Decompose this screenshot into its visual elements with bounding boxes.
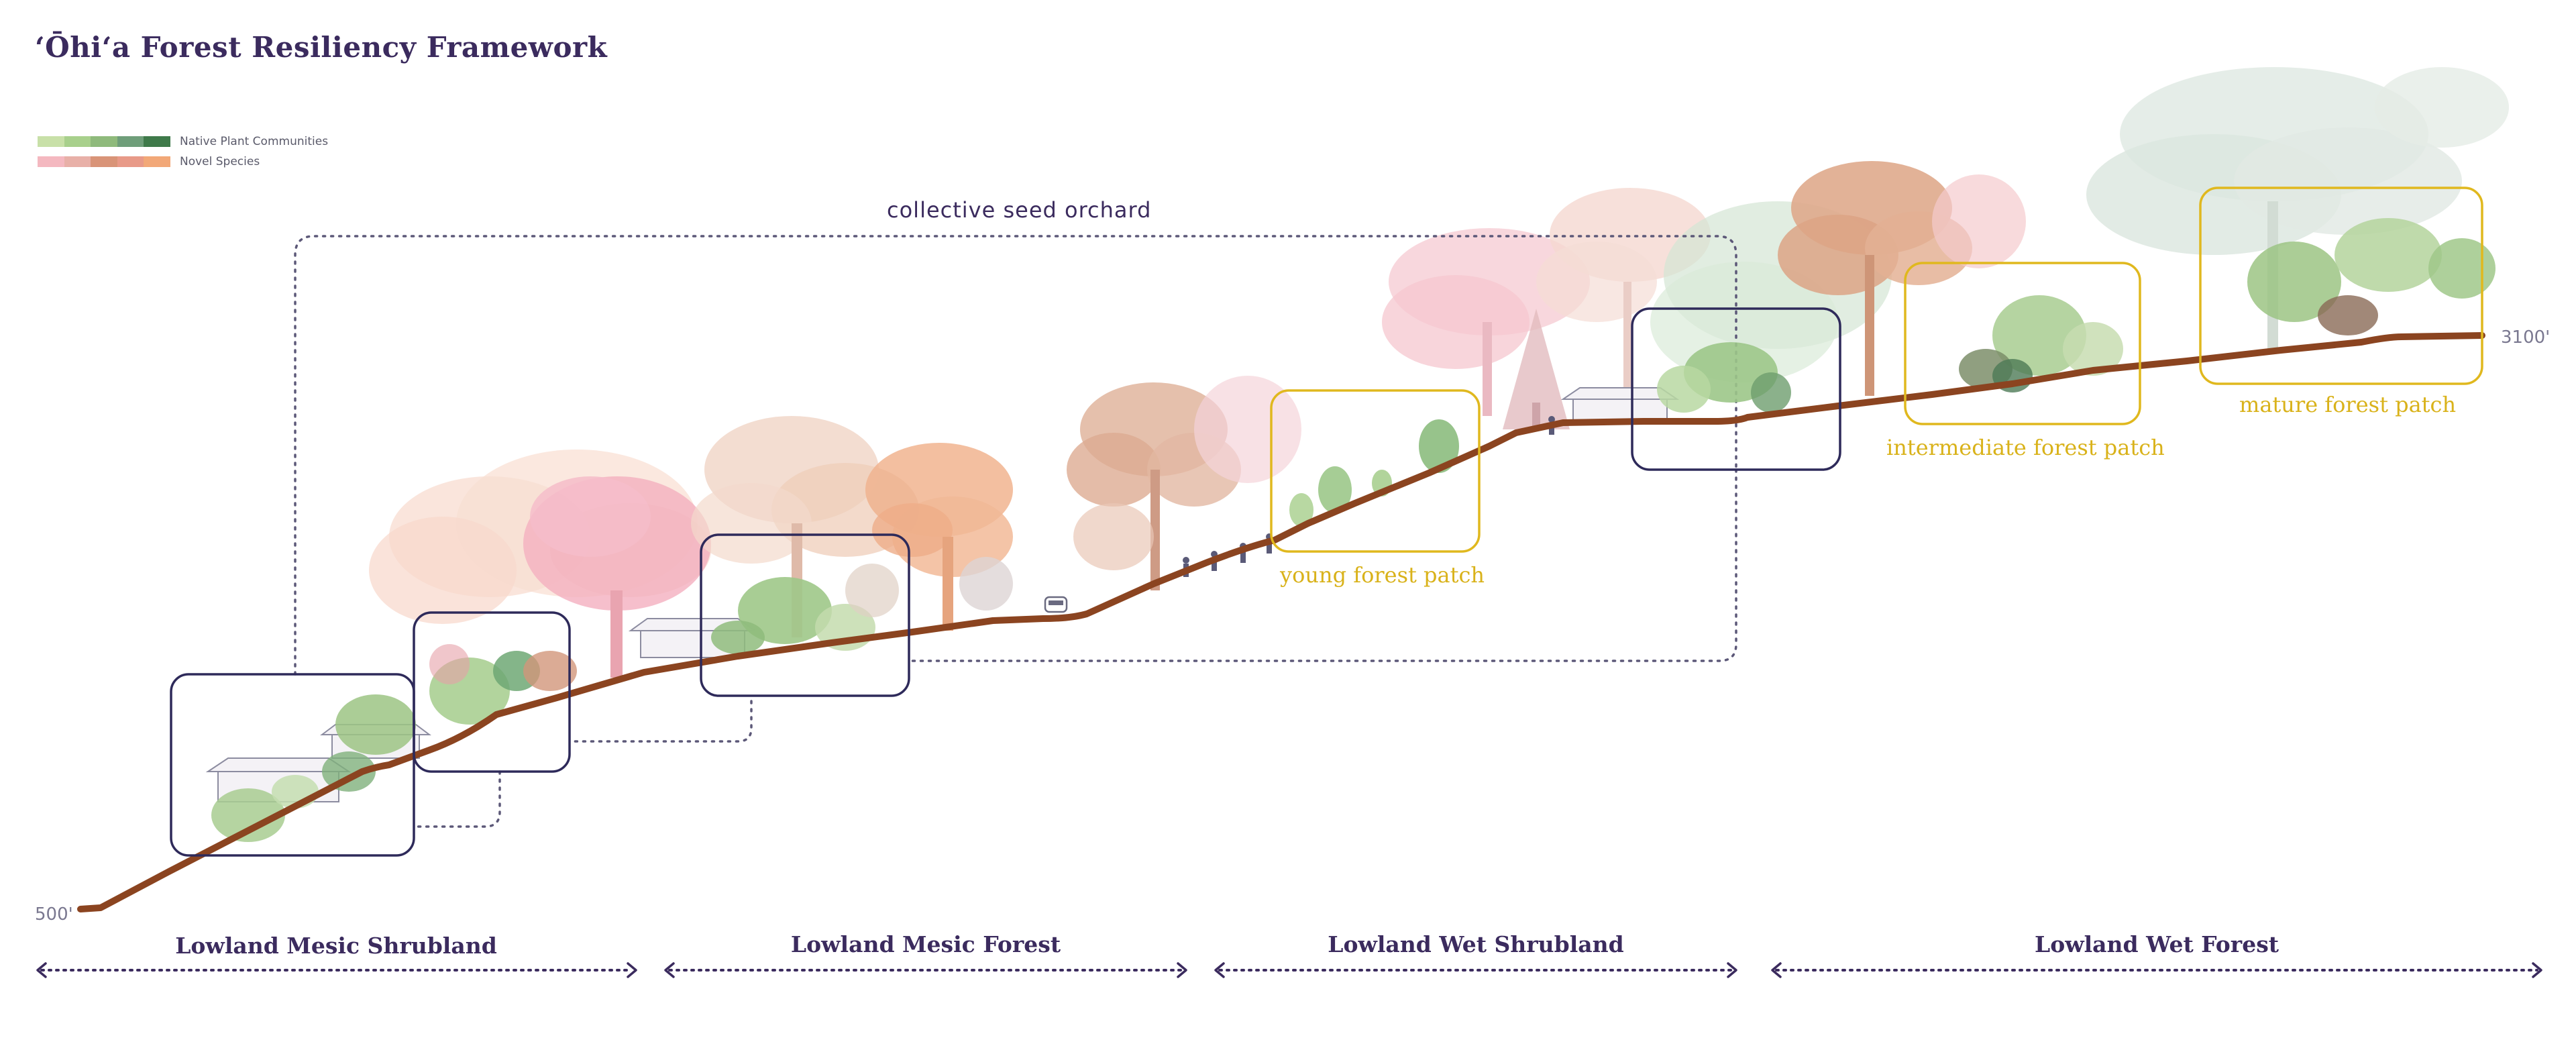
native-swatch <box>64 136 91 147</box>
young-forest-patch-frame <box>1270 389 1481 553</box>
native-vegetation-layer <box>211 218 2496 842</box>
grey-shrub <box>959 557 1013 611</box>
pink-tree-left <box>523 476 711 678</box>
zone-label-1: Lowland Mesic Shrubland <box>175 933 497 959</box>
grey-green-large-canopy <box>2086 67 2509 349</box>
zone-1-left-arrowhead <box>36 962 47 978</box>
norfolk-pine <box>1503 309 1570 429</box>
native-cluster-upper <box>1657 342 1791 413</box>
seed-orchard-connector <box>294 235 1737 676</box>
intermediate-forest-patch-label: intermediate forest patch <box>1886 435 2165 460</box>
elevation-low-label: 500' <box>35 904 73 925</box>
mature-forest-patch-label: mature forest patch <box>2239 392 2457 417</box>
native-swatch <box>144 136 170 147</box>
zone-label-2: Lowland Mesic Forest <box>790 931 1061 957</box>
zone-4-right-arrowhead <box>2532 962 2542 978</box>
novel-swatches <box>38 156 170 167</box>
zone-4-left-arrowhead <box>1771 962 1782 978</box>
native-swatches <box>38 136 170 147</box>
native-swatch <box>91 136 117 147</box>
native-swatch <box>38 136 64 147</box>
native-cluster-mature <box>2247 218 2496 335</box>
mature-forest-patch-frame <box>2199 187 2483 385</box>
zone-2-left-arrowhead <box>664 962 675 978</box>
brown-tree-center <box>1067 376 1301 590</box>
community-frame-4 <box>1631 307 1841 471</box>
community-frame-3 <box>700 533 910 697</box>
vehicle-icon <box>1044 596 1068 613</box>
zone-1-right-arrowhead <box>627 962 637 978</box>
intermediate-forest-patch-frame <box>1904 262 2141 425</box>
elevation-high-label: 3100' <box>2501 327 2551 348</box>
novel-swatch <box>38 156 64 167</box>
zone-label-3: Lowland Wet Shrubland <box>1328 931 1624 957</box>
orchard-link-lower <box>911 468 1737 662</box>
zone-3-right-arrowhead <box>1727 962 1737 978</box>
legend-novel-row: Novel Species <box>38 153 328 170</box>
community-frame-2 <box>413 611 571 773</box>
novel-swatch <box>91 156 117 167</box>
orange-tree-mid <box>865 443 1013 631</box>
zone-label-4: Lowland Wet Forest <box>2034 931 2279 957</box>
orchard-link-low <box>415 770 501 828</box>
novel-swatch <box>144 156 170 167</box>
legend-native-label: Native Plant Communities <box>180 135 329 148</box>
zone-3-left-arrowhead <box>1214 962 1225 978</box>
novel-swatch <box>64 156 91 167</box>
background-canopy-layer <box>369 67 2509 678</box>
pink-tree-right <box>1382 228 1590 416</box>
legend-native-row: Native Plant Communities <box>38 133 328 150</box>
community-frame-1 <box>170 673 415 857</box>
ground-profile-line <box>77 332 2485 912</box>
young-forest-patch-label: young forest patch <box>1280 562 1485 588</box>
legend-novel-label: Novel Species <box>180 155 260 168</box>
rust-tree-upper <box>1778 161 2026 396</box>
legend: Native Plant Communities Novel Species <box>38 133 328 173</box>
seed-orchard-label: collective seed orchard <box>887 197 1152 223</box>
native-cluster-intermediate <box>1959 295 2123 392</box>
native-swatch <box>117 136 144 147</box>
novel-swatch <box>117 156 144 167</box>
orchard-link-mid <box>569 700 753 743</box>
zone-2-right-arrowhead <box>1177 962 1187 978</box>
native-cluster-2 <box>429 644 577 725</box>
page-title: ʻŌhiʻa Forest Resiliency Framework <box>35 31 608 64</box>
